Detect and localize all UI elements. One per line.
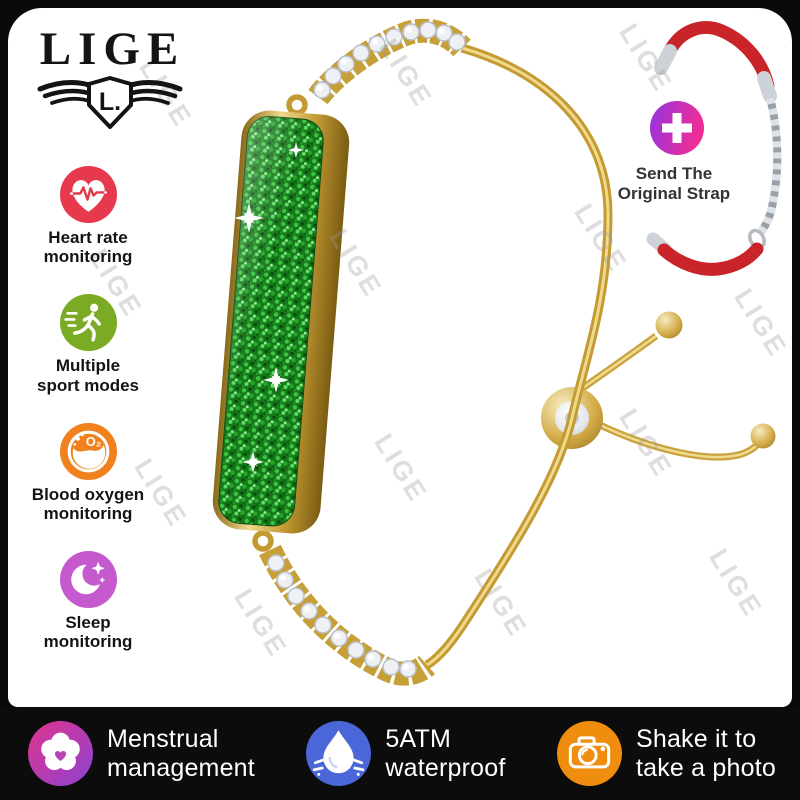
sparkle-highlights bbox=[234, 142, 304, 473]
feature-label: Multiple sport modes bbox=[36, 356, 140, 395]
runner-icon bbox=[59, 294, 117, 352]
moon-stars-icon bbox=[59, 551, 117, 609]
silver-connector bbox=[757, 71, 777, 103]
feature-sport-modes: Multiple sport modes bbox=[20, 294, 156, 395]
promo-line1: Send The bbox=[636, 164, 713, 183]
top-link-ring bbox=[286, 94, 308, 116]
feature-label: Blood oxygen monitoring bbox=[31, 484, 145, 524]
promo-badge: Send The Original Strap bbox=[618, 101, 730, 203]
feature-sleep: Sleep monitoring bbox=[20, 551, 156, 651]
bar-label: Shake it to take a photo bbox=[635, 725, 776, 782]
feature-blood-oxygen: O₂ Blood oxygen monitoring bbox=[20, 422, 156, 524]
red-strap-image bbox=[646, 20, 782, 276]
bar-label: Menstrual management bbox=[107, 725, 255, 782]
water-drop-icon bbox=[306, 721, 372, 786]
tennis-chain-bottom bbox=[259, 544, 435, 686]
feature-list: Heart rate monitoring Mul bbox=[20, 166, 156, 652]
brand-badge-letter: L. bbox=[99, 88, 121, 116]
feature-heart-rate: Heart rate monitoring bbox=[20, 166, 156, 266]
promo-line2: Original Strap bbox=[618, 184, 730, 203]
silver-cap-top bbox=[654, 44, 677, 75]
bar-label: 5ATM waterproof bbox=[385, 725, 506, 782]
brand-name: LIGE bbox=[39, 23, 186, 75]
wings-shield-icon: L. bbox=[37, 76, 183, 129]
bar-item-waterproof: 5ATM waterproof bbox=[306, 721, 505, 786]
bar-item-shake-photo: Shake it to take a photo bbox=[556, 721, 776, 786]
tennis-chain-top bbox=[308, 18, 471, 105]
bottom-link-ring bbox=[252, 530, 274, 552]
feature-label: Heart rate monitoring bbox=[43, 228, 133, 267]
poster-canvas: Send The Original Strap LIGE LIGE LIGE L… bbox=[8, 8, 792, 707]
brand-logo: LIGE L. bbox=[30, 26, 190, 130]
camera-icon bbox=[556, 721, 622, 786]
o2-label: O₂ bbox=[85, 434, 101, 449]
heart-pulse-icon bbox=[59, 166, 117, 223]
bracelet-product-image: Send The Original Strap bbox=[212, 18, 782, 686]
bar-item-menstrual: Menstrual management bbox=[28, 721, 255, 786]
blood-oxygen-icon: O₂ bbox=[59, 422, 117, 480]
flower-heart-icon bbox=[28, 721, 93, 786]
bolo-tail-chains bbox=[572, 311, 776, 461]
green-pave-bar bbox=[212, 110, 350, 534]
snake-chain bbox=[424, 43, 613, 669]
bottom-feature-bar: Menstrual management 5ATM waterproof bbox=[0, 707, 800, 800]
feature-label: Sleep monitoring bbox=[43, 613, 133, 652]
